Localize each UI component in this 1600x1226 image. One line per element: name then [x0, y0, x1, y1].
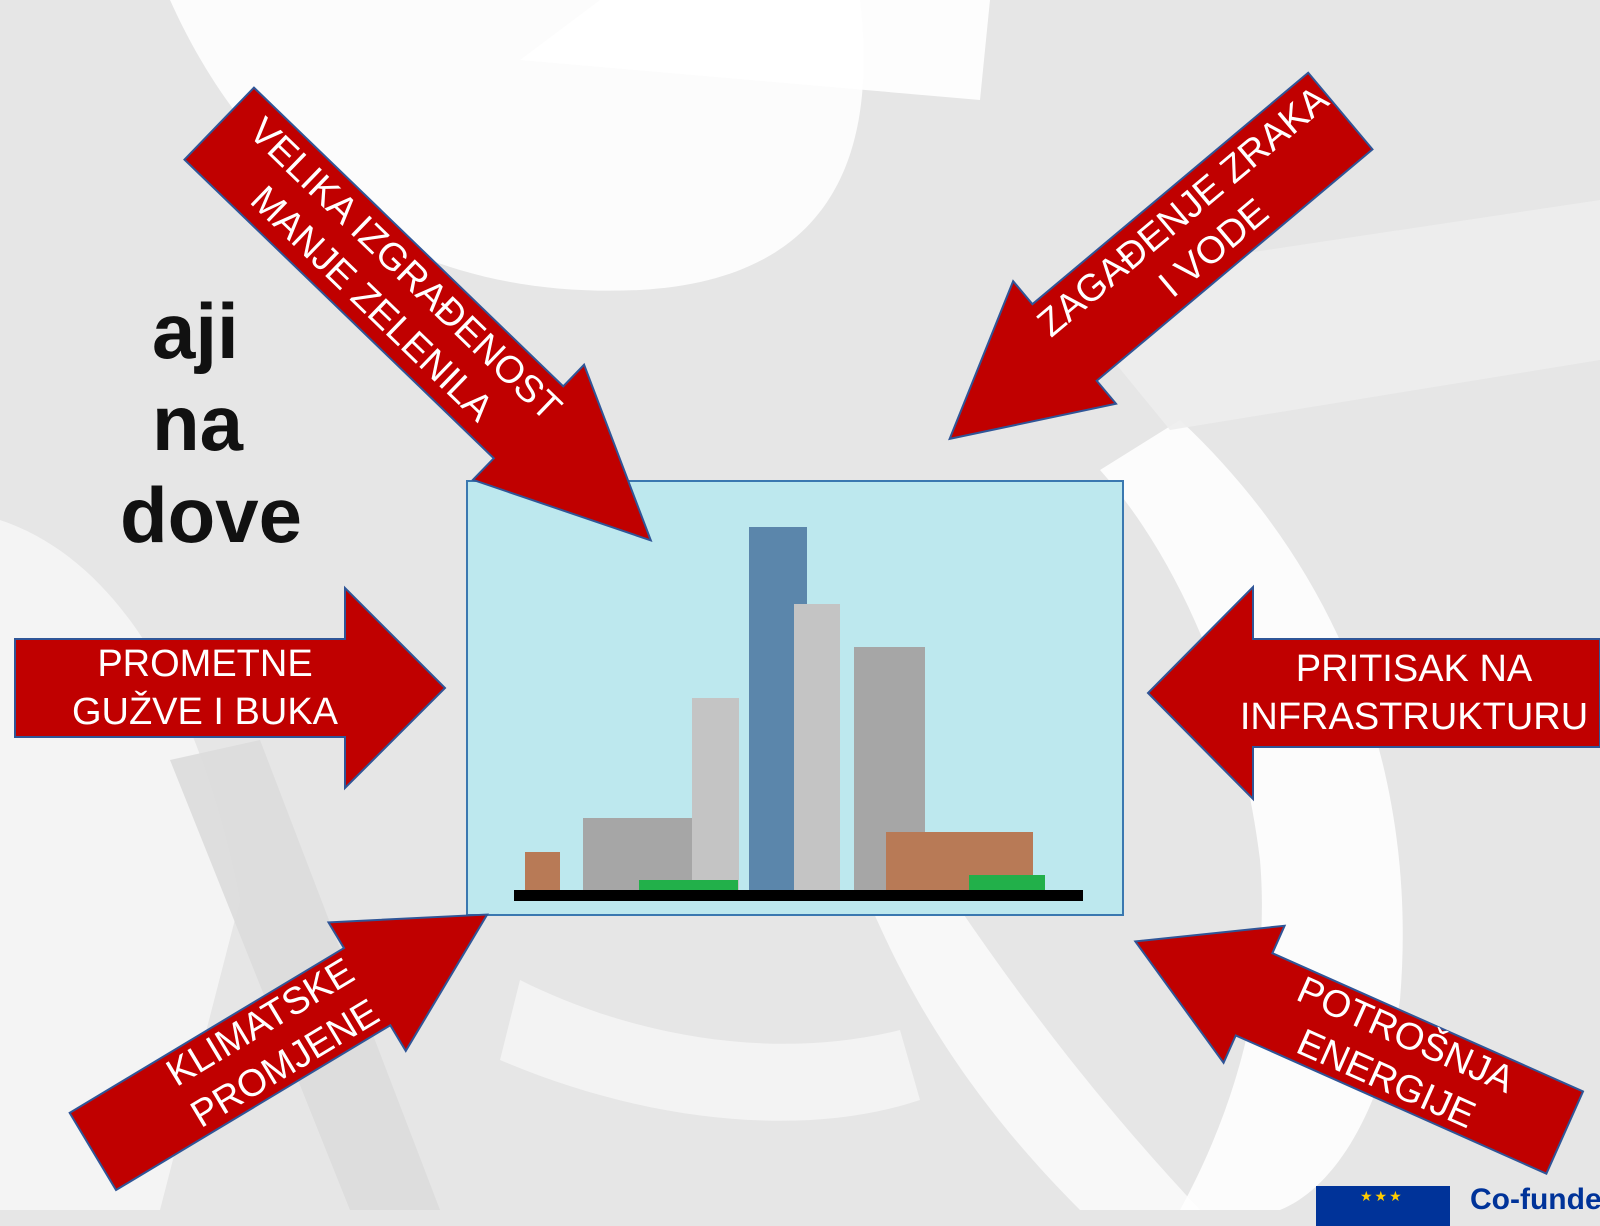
arrow-shape	[68, 913, 489, 1192]
arrow-velika-izgradenost: VELIKA IZGRAĐENOST MANJE ZELENILA	[164, 66, 707, 598]
slide-title: aji na dove	[0, 285, 303, 561]
arrow-pritisak-infrastruktura: PRITISAK NA INFRASTRUKTURU	[1146, 584, 1600, 802]
arrow-label-line2: INFRASTRUKTURU	[1239, 696, 1589, 738]
eu-cofunded-label: Co-funde	[1470, 1183, 1600, 1216]
eu-stars-icon: ★★★	[1360, 1188, 1404, 1204]
arrow-shape	[1146, 584, 1600, 802]
arrow-label-line2: GUŽVE I BUKA	[71, 691, 339, 733]
green-strip-right	[969, 875, 1045, 890]
ground-line	[514, 890, 1083, 901]
arrow-prometne-guzve: PROMETNE GUŽVE I BUKA	[14, 585, 447, 791]
green-strip-left	[639, 880, 738, 890]
light-tower-left	[692, 698, 739, 890]
city-illustration	[466, 480, 1124, 916]
arrow-label: PRITISAK NA INFRASTRUKTURU	[1228, 639, 1600, 747]
eu-flag-icon: ★★★	[1316, 1186, 1450, 1226]
slide-title-line2: dove	[120, 471, 303, 559]
arrow-shape	[948, 71, 1374, 441]
arrow-shape	[183, 86, 653, 543]
arrow-shape	[14, 585, 447, 791]
slide-title-line1: aji na	[152, 287, 244, 467]
arrow-zagadenje: ZAGAĐENJE ZRAKA I VODE	[898, 50, 1392, 500]
light-tower-right	[794, 604, 840, 890]
arrow-klimatske-promjene: KLIMATSKE PROMJENE	[54, 850, 526, 1215]
arrow-potrosnja-energije: POTROŠNJA ENERGIJE	[1105, 873, 1595, 1201]
small-brown-building	[525, 852, 560, 890]
arrow-label-line1: PROMETNE	[97, 643, 313, 685]
arrow-label: PROMETNE GUŽVE I BUKA	[15, 639, 395, 737]
arrow-label-line1: PRITISAK NA	[1295, 648, 1533, 690]
arrow-shape	[1133, 924, 1585, 1176]
